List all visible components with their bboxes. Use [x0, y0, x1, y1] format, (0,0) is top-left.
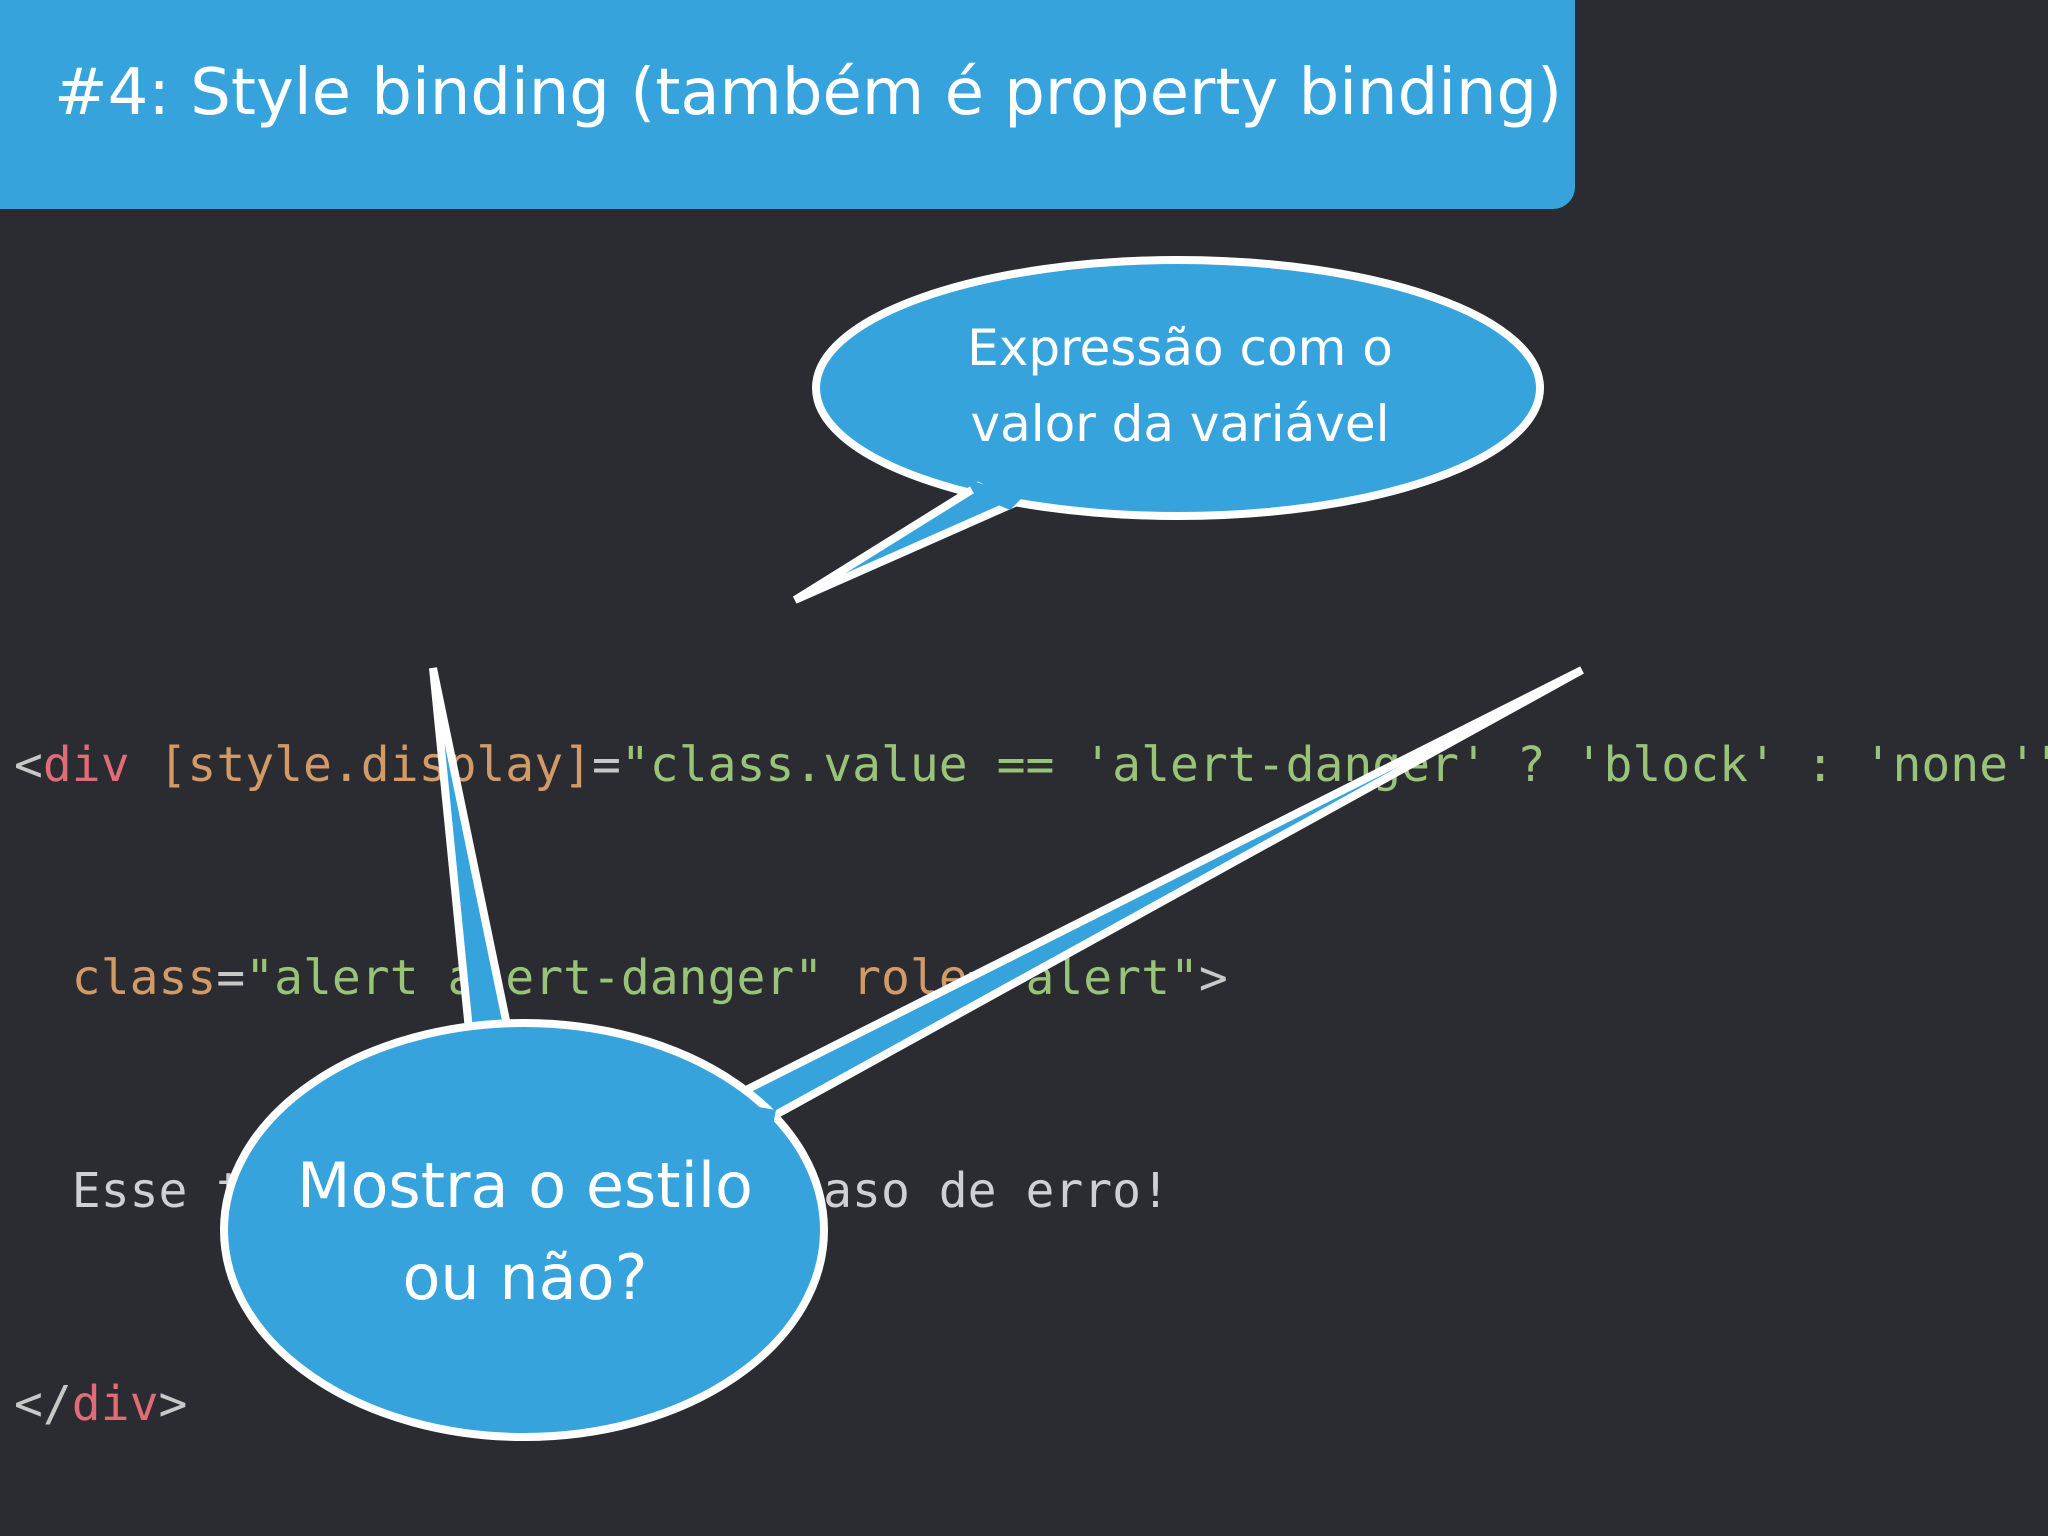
callout-bottom-line-2: ou não? [402, 1241, 648, 1314]
code-line-1: <div [style.display]="class.value == 'al… [14, 730, 2048, 801]
code-line-2: class="alert alert-danger" role="alert"> [14, 943, 2048, 1014]
code-line-4: </div> [14, 1369, 2048, 1440]
code-attribute: class [71, 950, 217, 1006]
callout-top-line-1: Expressão com o [967, 319, 1393, 377]
slide-title-bar: #4: Style binding (também é property bin… [0, 0, 1575, 209]
code-token: = [592, 737, 621, 793]
code-token: = [216, 950, 246, 1006]
callout-bottom-tail-left [429, 667, 513, 1046]
callout-top-tail [792, 481, 1019, 604]
code-string: "class.value == 'alert-danger' ? 'block'… [620, 737, 2048, 793]
code-token: < [14, 737, 43, 793]
code-tag: div [42, 737, 130, 793]
code-token: > [158, 1376, 188, 1432]
code-token: </ [14, 1376, 72, 1432]
callout-bottom-bubble [220, 1019, 828, 1441]
callout-bottom-line-1: Mostra o estilo [296, 1149, 753, 1222]
code-token: > [1198, 950, 1228, 1006]
slide-title: #4: Style binding (também é property bin… [54, 56, 1563, 130]
callout-top-text: Expressão com o valor da variável [860, 310, 1500, 462]
callout-bottom-tail-right [735, 666, 1584, 1123]
callout-bottom [220, 666, 1584, 1441]
callout-top-line-2: valor da variável [970, 395, 1390, 453]
code-attribute: [style.display] [158, 737, 592, 793]
code-tag: div [71, 1376, 159, 1432]
callout-bottom-text: Mostra o estilo ou não? [240, 1140, 810, 1324]
code-string: "alert alert-danger" [245, 950, 824, 1006]
callout-top [792, 256, 1544, 604]
callout-top-bubble [812, 256, 1544, 520]
